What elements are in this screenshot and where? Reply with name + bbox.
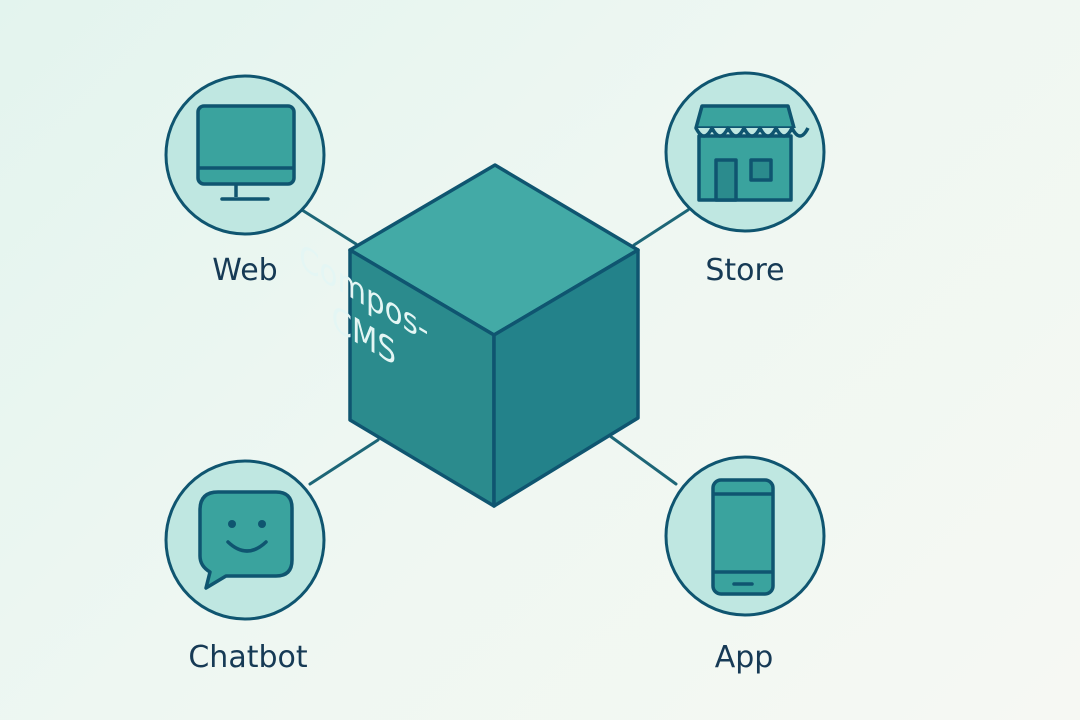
node-web[interactable]: Web	[164, 74, 326, 288]
node-web-label: Web	[212, 253, 277, 288]
node-chatbot-label: Chatbot	[188, 640, 308, 675]
connector-web	[300, 208, 358, 246]
chat-bubble-icon	[198, 490, 294, 590]
monitor-icon	[196, 104, 296, 201]
node-store-label: Store	[705, 253, 784, 288]
smartphone-icon	[711, 478, 775, 596]
cube-right-face	[492, 248, 640, 508]
connector-app	[608, 434, 678, 486]
connectors	[300, 208, 690, 486]
node-store[interactable]: Store	[664, 71, 826, 288]
node-chatbot[interactable]: Chatbot	[164, 459, 326, 675]
node-app[interactable]: App	[664, 455, 826, 675]
connector-chatbot	[308, 438, 380, 486]
connector-store	[632, 208, 690, 247]
hub-cube[interactable]	[348, 163, 640, 508]
node-app-label: App	[715, 640, 774, 675]
storefront-icon	[694, 104, 810, 202]
